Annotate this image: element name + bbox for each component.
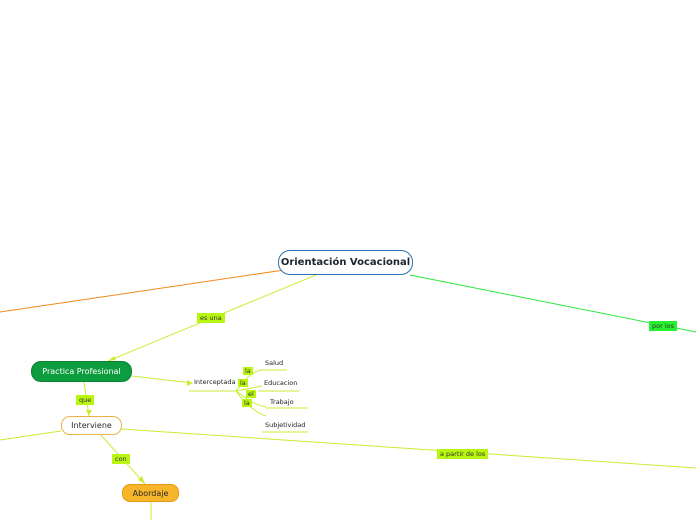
educacion-text[interactable]: Educacion [264,379,298,387]
interceptada-text[interactable]: Interceptada [194,378,236,386]
interviene-node[interactable]: Interviene [61,416,122,435]
label-la-educacion[interactable]: la [238,379,248,387]
arrowhead [187,380,193,386]
connector-root-right [409,274,696,333]
connector-root-left [0,269,285,313]
practica-profesional-node[interactable]: Practica Profesional [31,361,132,382]
label-el-trabajo[interactable]: el [246,390,256,398]
abordaje-node[interactable]: Abordaje [122,484,179,502]
arrowhead [138,476,145,484]
connector-interviene-left [0,430,62,441]
label-por-los[interactable]: por los [649,321,678,331]
salud-text[interactable]: Salud [265,359,284,367]
label-con[interactable]: con [112,454,130,464]
root-node[interactable]: Orientación Vocacional [278,250,413,275]
connector-interviene-right [121,428,696,469]
connector-educacion [235,385,263,392]
label-la-subjetividad[interactable]: la [242,399,252,407]
connector-salud [235,369,263,392]
arrowhead [86,410,92,416]
connector-practica-interceptada [131,375,193,384]
label-que[interactable]: que [76,395,95,405]
label-a-partir-de-los[interactable]: a partir de los [437,449,489,459]
label-es-una[interactable]: es una [197,313,225,323]
trabajo-text[interactable]: Trabajo [270,398,294,406]
subjetividad-text[interactable]: Subjetividad [265,421,306,429]
arrowhead [108,356,116,361]
label-la-salud[interactable]: la [243,367,253,375]
